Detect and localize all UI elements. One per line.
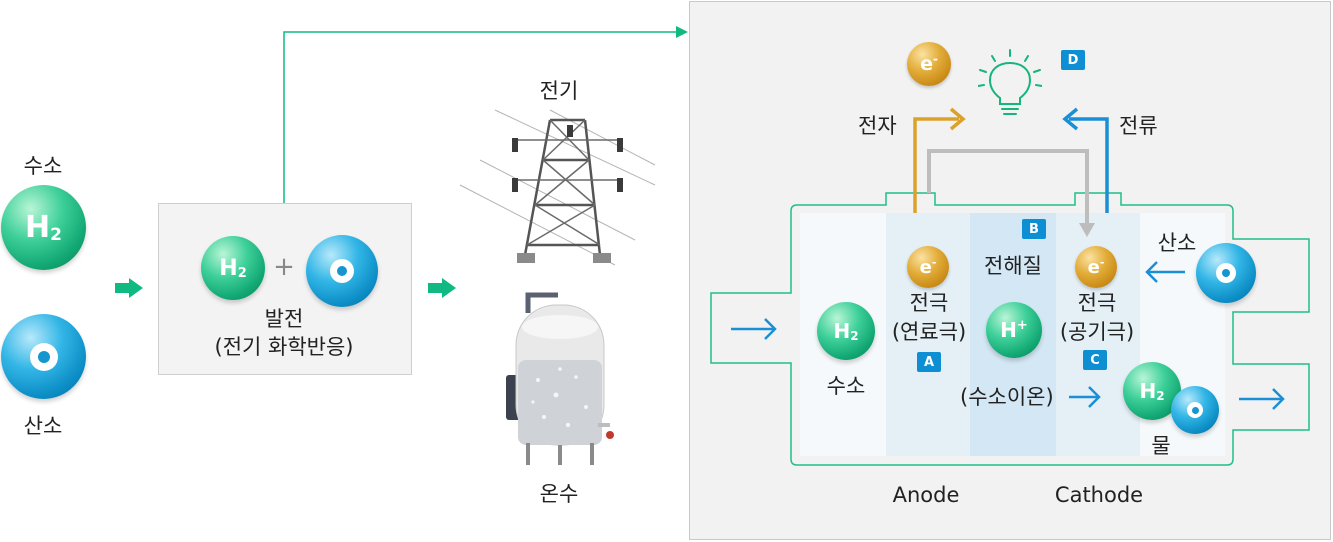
hot-water-label: 온수 <box>539 482 579 506</box>
electron-icon: e- <box>1075 246 1117 288</box>
cathode-electrode-label: 전극 <box>1077 291 1117 315</box>
electron-sup: - <box>1099 255 1105 269</box>
electron-symbol: e <box>1087 256 1100 278</box>
hydrogen-symbol: H <box>833 319 851 343</box>
oxygen-molecule-icon <box>306 235 378 307</box>
power-tower-icon <box>459 109 656 266</box>
hydrogen-symbol: H <box>25 210 51 245</box>
badge-b: B <box>1022 219 1046 239</box>
cell-hydrogen-label: 수소 <box>826 374 866 398</box>
hot-water-tank-icon <box>506 292 614 465</box>
oxygen-label: 산소 <box>23 414 63 438</box>
electron-symbol: e <box>920 53 933 75</box>
electron-icon: e- <box>907 42 951 86</box>
generation-subtitle: (전기 화학반응) <box>214 335 354 359</box>
hydrogen-label: 수소 <box>23 154 63 178</box>
badge-a: A <box>917 352 941 372</box>
electrolyte-label: 전해질 <box>984 254 1042 278</box>
electron-sup: - <box>932 52 938 66</box>
cathode-electrode-sub: (공기극) <box>1059 320 1135 344</box>
hydrogen-subscript: 2 <box>1156 388 1165 403</box>
oxygen-molecule-icon <box>1171 386 1219 434</box>
anode-electrode-label: 전극 <box>909 291 949 315</box>
hydrogen-symbol: H <box>219 255 238 281</box>
oxygen-molecule-icon <box>1196 243 1256 303</box>
light-bulb-icon <box>978 49 1042 115</box>
anode-label: Anode <box>892 483 960 507</box>
flow-arrow-icon <box>428 278 456 298</box>
electricity-label: 전기 <box>539 79 579 103</box>
badge-d: D <box>1061 50 1085 70</box>
hydrogen-symbol: H <box>1139 379 1157 403</box>
hydrogen-subscript: 2 <box>237 265 247 281</box>
generation-title: 발전 <box>264 307 304 331</box>
badge-c: C <box>1083 350 1107 370</box>
proton-label: (수소이온) <box>960 385 1054 409</box>
hydrogen-subscript: 2 <box>850 328 859 343</box>
electron-label: 전자 <box>858 114 897 138</box>
cell-oxygen-label: 산소 <box>1157 231 1197 255</box>
oxygen-molecule-icon <box>1 314 86 399</box>
anode-electrode-sub: (연료극) <box>891 320 967 344</box>
cathode-label: Cathode <box>1054 483 1144 507</box>
current-label: 전류 <box>1119 114 1158 138</box>
plus-sign: + <box>273 252 295 282</box>
flow-arrow-icon <box>115 278 143 298</box>
proton-icon: H+ <box>986 302 1042 358</box>
electron-sup: - <box>931 255 937 269</box>
proton-symbol: H <box>1000 318 1017 342</box>
electron-icon: e- <box>907 246 949 288</box>
water-label: 물 <box>1151 434 1171 458</box>
electron-symbol: e <box>919 256 932 278</box>
proton-sup: + <box>1016 317 1028 333</box>
hydrogen-subscript: 2 <box>50 224 62 245</box>
